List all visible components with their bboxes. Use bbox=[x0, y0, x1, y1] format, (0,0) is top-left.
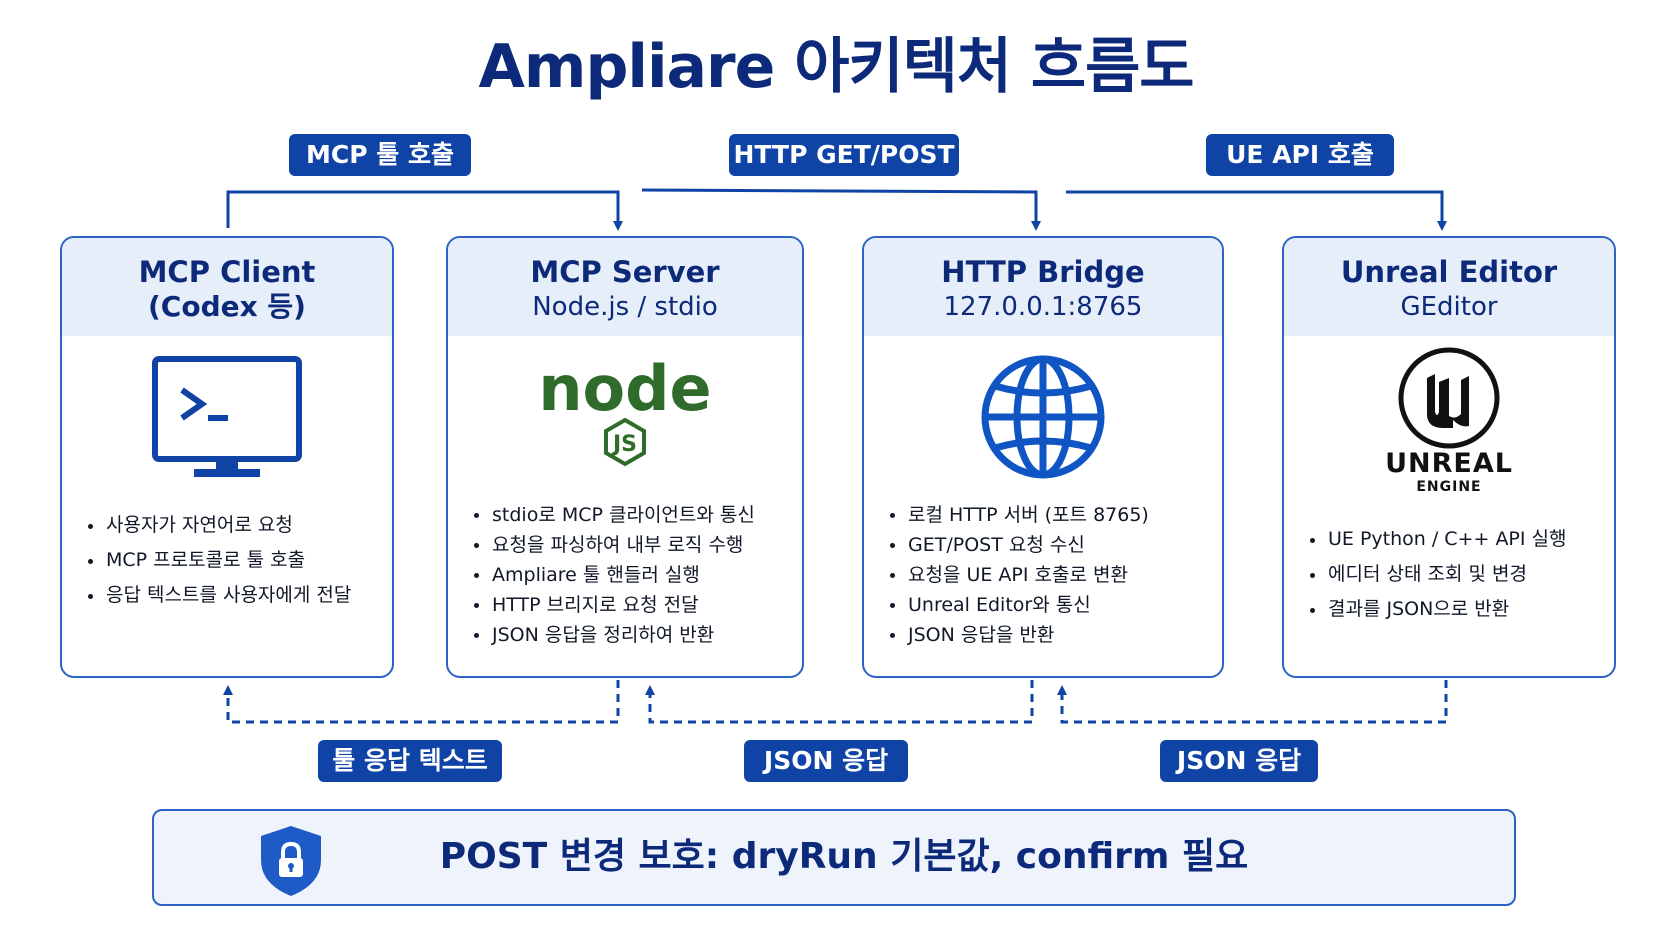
nodejs-logo: node JS bbox=[448, 352, 802, 474]
list-item: MCP 프로토콜로 툴 호출 bbox=[84, 543, 382, 578]
flow-bridge-to-server bbox=[645, 680, 1034, 724]
card-subtitle: 127.0.0.1:8765 bbox=[943, 292, 1143, 322]
card-title: MCP Client bbox=[138, 255, 316, 289]
card-bullets: 로컬 HTTP 서버 (포트 8765) GET/POST 요청 수신 요청을 … bbox=[886, 500, 1212, 650]
card-bullets: stdio로 MCP 클라이언트와 통신 요청을 파싱하여 내부 로직 수행 A… bbox=[470, 500, 792, 650]
list-item: JSON 응답을 정리하여 반환 bbox=[470, 620, 792, 650]
label-json-response-1: JSON 응답 bbox=[744, 740, 908, 782]
list-item: 로컬 HTTP 서버 (포트 8765) bbox=[886, 500, 1212, 530]
lock-shield-icon bbox=[258, 824, 324, 902]
terminal-monitor-icon bbox=[62, 356, 392, 484]
unreal-engine-logo: UNREAL ENGINE bbox=[1284, 346, 1614, 510]
card-header: Unreal Editor GEditor bbox=[1284, 238, 1614, 336]
list-item: GET/POST 요청 수신 bbox=[886, 530, 1212, 560]
nodejs-badge-text: JS bbox=[611, 432, 637, 457]
card-title: HTTP Bridge bbox=[941, 255, 1145, 289]
label-http-get-post: HTTP GET/POST bbox=[729, 134, 959, 176]
list-item: UE Python / C++ API 실행 bbox=[1306, 522, 1604, 557]
card-header: HTTP Bridge 127.0.0.1:8765 bbox=[864, 238, 1222, 336]
card-title: Unreal Editor bbox=[1340, 255, 1558, 289]
label-ue-api-call: UE API 호출 bbox=[1206, 134, 1394, 176]
card-bullets: UE Python / C++ API 실행 에디터 상태 조회 및 변경 결과… bbox=[1306, 522, 1604, 627]
diagram-title: Ampliare 아키텍처 흐름도 bbox=[478, 32, 1195, 102]
label-mcp-tool-call: MCP 툴 호출 bbox=[289, 134, 471, 176]
card-title: MCP Server bbox=[530, 255, 720, 289]
card-mcp-client: MCP Client (Codex 등) 사용자가 자연어로 요청 MCP 프로… bbox=[60, 236, 394, 678]
nodejs-logo-text: node bbox=[540, 358, 710, 425]
unreal-logo-text: UNREAL bbox=[1385, 448, 1513, 479]
list-item: 에디터 상태 조회 및 변경 bbox=[1306, 557, 1604, 592]
globe-icon bbox=[864, 352, 1222, 486]
list-item: JSON 응답을 반환 bbox=[886, 620, 1212, 650]
flow-unreal-to-bridge bbox=[1057, 680, 1448, 724]
unreal-logo-subtext: ENGINE bbox=[1416, 479, 1481, 495]
card-subtitle: Node.js / stdio bbox=[532, 292, 718, 322]
list-item: HTTP 브리지로 요청 전달 bbox=[470, 590, 792, 620]
list-item: 결과를 JSON으로 반환 bbox=[1306, 592, 1604, 627]
list-item: 응답 텍스트를 사용자에게 전달 bbox=[84, 578, 382, 613]
card-http-bridge: HTTP Bridge 127.0.0.1:8765 로컬 HTTP 서버 (포… bbox=[862, 236, 1224, 678]
card-header: MCP Client (Codex 등) bbox=[62, 238, 392, 336]
post-protection-banner: POST 변경 보호: dryRun 기본값, confirm 필요 bbox=[152, 809, 1516, 906]
list-item: 사용자가 자연어로 요청 bbox=[84, 508, 382, 543]
flow-server-to-client bbox=[223, 680, 620, 724]
label-tool-response-text: 툴 응답 텍스트 bbox=[318, 740, 502, 782]
banner-text: POST 변경 보호: dryRun 기본값, confirm 필요 bbox=[439, 836, 1249, 877]
card-subtitle: (Codex 등) bbox=[148, 290, 306, 323]
card-mcp-server: MCP Server Node.js / stdio node JS stdio… bbox=[446, 236, 804, 678]
list-item: stdio로 MCP 클라이언트와 통신 bbox=[470, 500, 792, 530]
card-subtitle: GEditor bbox=[1400, 292, 1498, 322]
list-item: 요청을 파싱하여 내부 로직 수행 bbox=[470, 530, 792, 560]
list-item: 요청을 UE API 호출로 변환 bbox=[886, 560, 1212, 590]
flow-bridge-to-unreal bbox=[1066, 190, 1447, 231]
flow-client-to-server bbox=[226, 190, 623, 231]
list-item: Unreal Editor와 통신 bbox=[886, 590, 1212, 620]
card-unreal-editor: Unreal Editor GEditor UNREAL ENGINE UE P… bbox=[1282, 236, 1616, 678]
flow-server-to-bridge bbox=[641, 188, 1041, 231]
card-bullets: 사용자가 자연어로 요청 MCP 프로토콜로 툴 호출 응답 텍스트를 사용자에… bbox=[84, 508, 382, 613]
list-item: Ampliare 툴 핸들러 실행 bbox=[470, 560, 792, 590]
card-header: MCP Server Node.js / stdio bbox=[448, 238, 802, 336]
label-json-response-2: JSON 응답 bbox=[1160, 740, 1318, 782]
